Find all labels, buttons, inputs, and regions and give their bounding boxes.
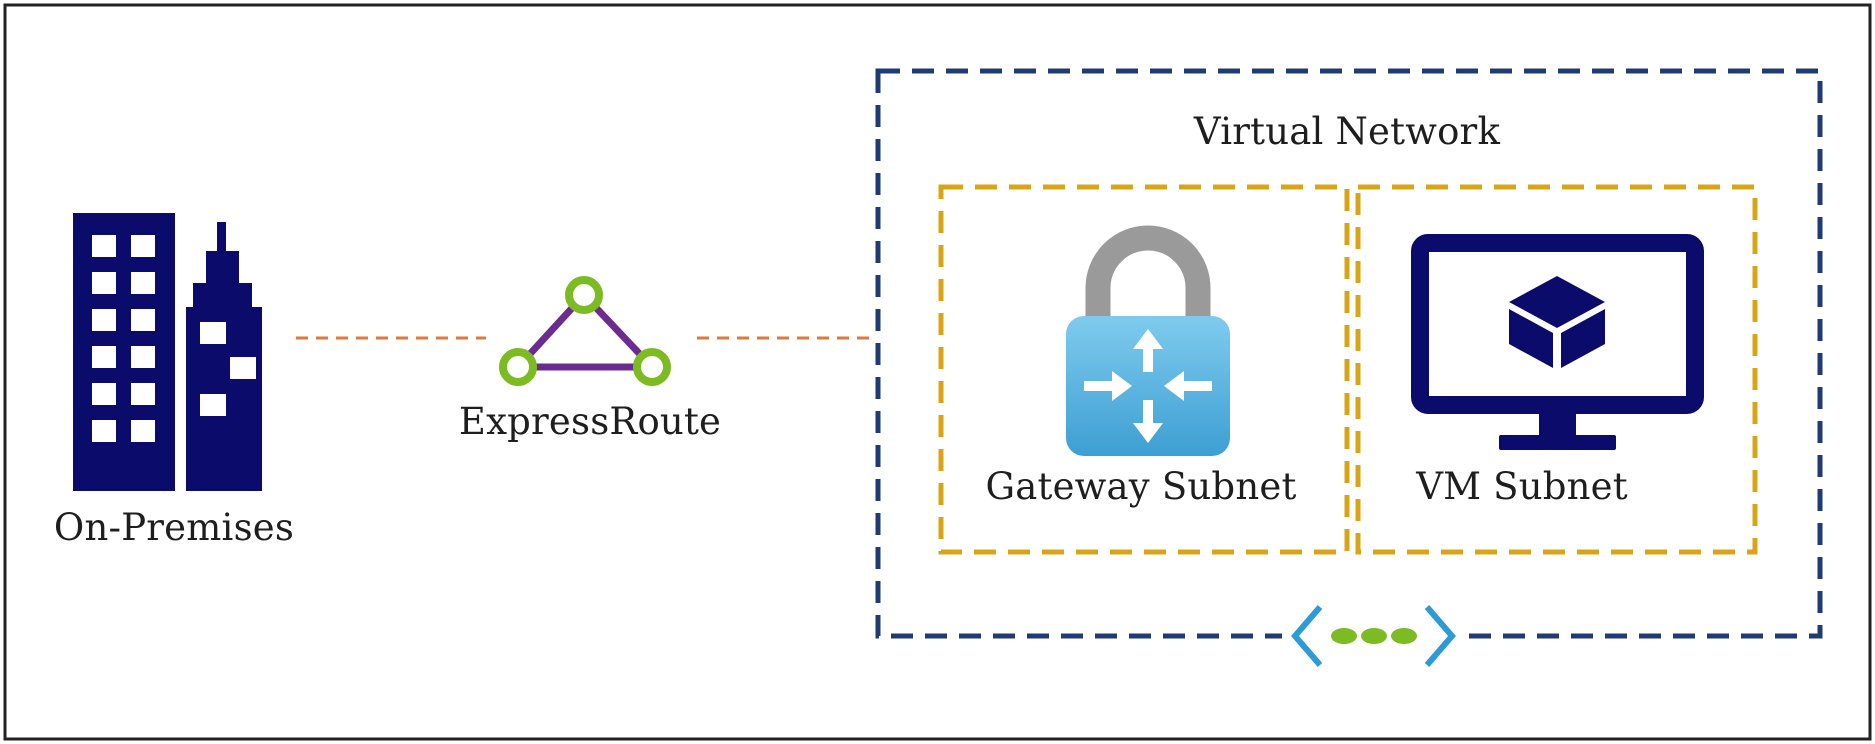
gateway-subnet-boundary [938, 184, 1350, 555]
building-icon [73, 213, 262, 491]
vm-subnet-label: VM Subnet [1416, 465, 1628, 508]
building-right-windows [200, 322, 256, 416]
building-left-windows [92, 235, 155, 442]
lock-shackle [1085, 225, 1211, 320]
vnet-icon [1282, 605, 1462, 667]
expressroute-icon [499, 276, 671, 386]
on-premises-label: On-Premises [53, 506, 295, 549]
figure-frame [3, 3, 1872, 741]
building-left-tower [73, 213, 175, 491]
monitor-stand-base [1499, 435, 1616, 450]
virtual-machine-monitor-icon [1411, 234, 1704, 450]
gateway-subnet-label: Gateway Subnet [985, 465, 1297, 508]
vm-subnet-boundary [1355, 184, 1758, 555]
lock-body [1066, 316, 1230, 456]
building-right-tower [186, 222, 262, 491]
gateway-arrows-icon [1084, 329, 1212, 443]
monitor-stand-neck [1539, 405, 1576, 438]
virtual-network-label: Virtual Network [1193, 110, 1501, 153]
vpn-gateway-lock-icon [1066, 225, 1230, 456]
expressroute-label: ExpressRoute [458, 400, 722, 443]
vm-cube-icon [1509, 276, 1605, 368]
